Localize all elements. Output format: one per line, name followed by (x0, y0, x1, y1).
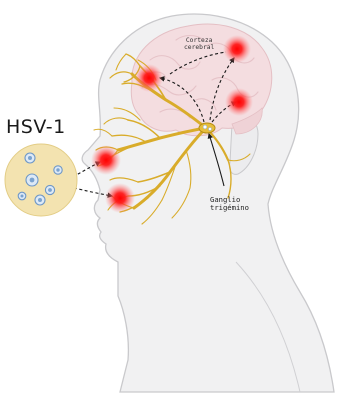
virus-label: HSV-1 (6, 118, 66, 138)
virion-icon (45, 185, 54, 194)
infection-spot-frontal (135, 64, 163, 92)
infection-spot-cortex (223, 35, 251, 63)
virion-icon (35, 195, 45, 205)
virion-icon (18, 192, 26, 200)
ganglion-virion (203, 125, 207, 129)
cortex-label: Corteza cerebral (184, 38, 214, 51)
virion-icon (54, 166, 62, 174)
infection-spot-lip (105, 183, 135, 213)
infection-spot-temporal (225, 88, 253, 116)
ganglion-virion (209, 128, 212, 131)
ganglion-label: Ganglio trigémino (210, 196, 249, 211)
infection-spot-cheek (91, 145, 121, 175)
virion-icon (26, 174, 38, 186)
virion-icon (25, 153, 35, 163)
trigeminal-ganglion (199, 123, 215, 133)
